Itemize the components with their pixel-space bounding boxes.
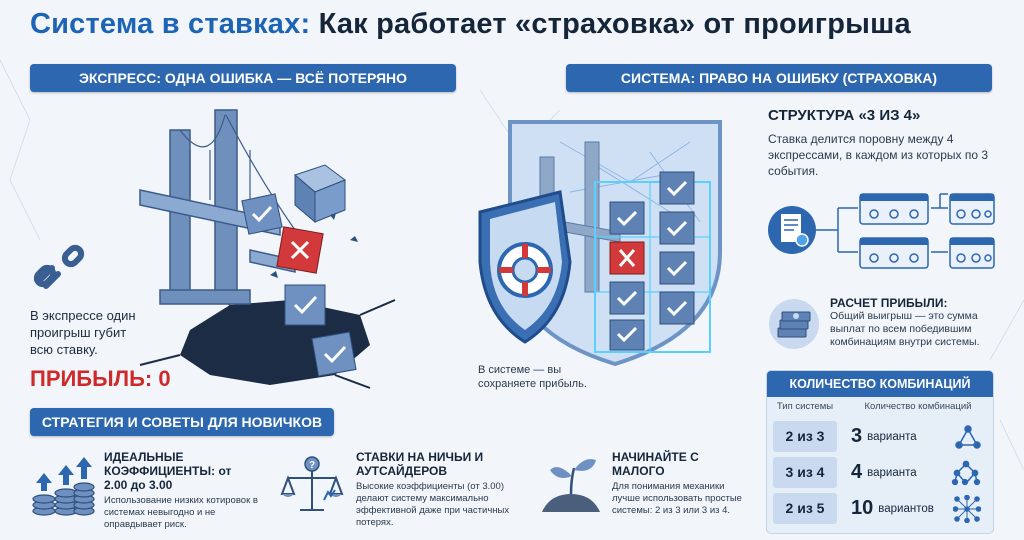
table-row: 2 из 5 10 вариантов xyxy=(773,492,987,525)
mesh-network-icon xyxy=(953,494,981,523)
cube-check-2 xyxy=(241,193,283,235)
svg-text:?: ? xyxy=(309,460,315,471)
bet-slip-icon xyxy=(768,206,816,254)
row-count: 4 xyxy=(851,461,863,483)
express-note: В экспрессе один проигрыш губит всю став… xyxy=(30,308,136,357)
col-combinations: Количество комбинаций xyxy=(864,401,972,412)
table-column-headers: Тип системы Количество комбинаций xyxy=(767,397,993,417)
structure-title: СТРУКТУРА «3 ИЗ 4» xyxy=(768,107,921,124)
tip-draws-underdogs: СТАВКИ НА НИЧЬИ И АУТСАЙДЕРОВ Высокие ко… xyxy=(356,450,526,529)
tip-title: ИДЕАЛЬНЫЕ КОЭФФИЦИЕНТЫ: от 2.00 до 3.00 xyxy=(104,450,232,492)
tip-start-small: НАЧИНАЙТЕ С МАЛОГО Для понимания механик… xyxy=(612,450,762,517)
broken-chain-icon xyxy=(33,244,85,289)
row-count: 10 xyxy=(851,497,874,519)
row-count-word: варианта xyxy=(867,466,917,479)
cube-loss xyxy=(276,226,324,274)
coins-growth-icon xyxy=(32,457,95,516)
tip-text: Для понимания механики лучше использоват… xyxy=(612,481,742,516)
title-highlight: Система в ставках: xyxy=(30,8,311,40)
tip-ideal-odds: ИДЕАЛЬНЫЕ КОЭФФИЦИЕНТЫ: от 2.00 до 3.00 … xyxy=(104,450,258,531)
structure-diagram xyxy=(768,193,995,269)
express-header: ЭКСПРЕСС: ОДНА ОШИБКА — ВСЁ ПОТЕРЯНО xyxy=(30,64,456,92)
page-title: Система в ставках: Как работает «страхов… xyxy=(30,8,911,41)
row-count-word: вариантов xyxy=(878,502,934,515)
combinations-table: КОЛИЧЕСТВО КОМБИНАЦИЙ Тип системы Количе… xyxy=(766,370,994,534)
combination-card xyxy=(949,193,995,225)
calc-text: Общий выигрыш — это сумма выплат по всем… xyxy=(830,310,980,348)
table-row: 3 из 4 4 варианта xyxy=(773,456,987,489)
money-stack-icon xyxy=(769,299,819,349)
row-system: 2 из 3 xyxy=(773,421,837,452)
system-note: В системе — вы сохраняете прибыль. xyxy=(478,364,587,390)
tip-text: Использование низких котировок в система… xyxy=(104,495,258,530)
cube-column xyxy=(609,171,695,351)
tip-title: НАЧИНАЙТЕ С МАЛОГО xyxy=(612,450,699,478)
structure-text: Ставка делится поровну между 4 экспресса… xyxy=(768,132,989,178)
tip-title: СТАВКИ НА НИЧЬИ И АУТСАЙДЕРОВ xyxy=(356,450,484,478)
tips-header: СТРАТЕГИЯ И СОВЕТЫ ДЛЯ НОВИЧКОВ xyxy=(30,408,334,436)
row-system: 3 из 4 xyxy=(773,457,837,488)
combination-card xyxy=(949,237,995,269)
cube-check-4 xyxy=(311,331,357,377)
row-count: 3 xyxy=(851,425,863,447)
lifebuoy-icon xyxy=(497,242,553,298)
scales-icon: ? xyxy=(280,456,344,511)
shield-insurance-illustration xyxy=(478,120,722,367)
tree-network-icon xyxy=(951,460,981,485)
sprout-icon xyxy=(542,459,600,512)
combination-card xyxy=(859,237,929,269)
tip-text: Высокие коэффициенты (от 3.00) делают си… xyxy=(356,481,510,528)
system-header: СИСТЕМА: ПРАВО НА ОШИБКУ (СТРАХОВКА) xyxy=(566,64,992,92)
row-system: 2 из 5 xyxy=(773,493,837,524)
row-count-word: варианта xyxy=(867,430,917,443)
calc-title: РАСЧЕТ ПРИБЫЛИ: xyxy=(830,296,948,310)
table-row: 2 из 3 3 варианта xyxy=(773,420,987,453)
cube-check-3 xyxy=(284,284,326,326)
cube-check-1 xyxy=(294,164,347,224)
combination-card xyxy=(859,193,929,225)
title-main: Как работает «страховка» от проигрыша xyxy=(318,8,911,40)
broken-bridge-illustration xyxy=(139,109,396,389)
express-profit: ПРИБЫЛЬ: 0 xyxy=(30,366,171,391)
table-header: КОЛИЧЕСТВО КОМБИНАЦИЙ xyxy=(767,371,993,397)
triangle-network-icon xyxy=(955,424,981,449)
col-system-type: Тип системы xyxy=(776,401,834,412)
